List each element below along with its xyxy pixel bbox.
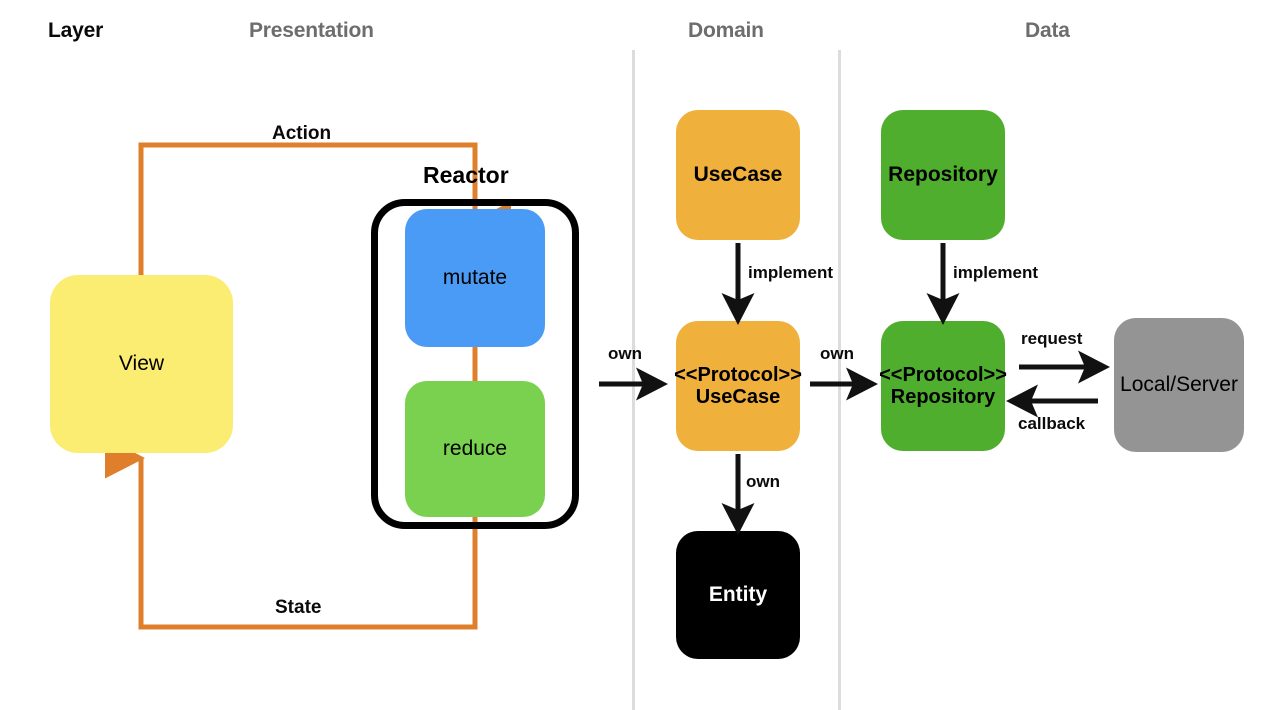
edge-label-own-repository: own [820,344,854,363]
node-usecase[interactable]: UseCase [676,110,800,240]
node-reduce[interactable]: reduce [405,381,545,517]
edge-label-implement-usecase: implement [748,263,834,282]
column-header-data: Data [1025,19,1070,42]
edge-label-state: State [275,597,322,618]
column-header-layer: Layer [48,19,104,42]
node-protocol-repository-label: <<Protocol>> Repository [879,363,1007,408]
divider-domain-data [838,50,841,710]
node-view-label: View [118,352,165,376]
divider-presentation-domain [632,50,635,710]
node-repository[interactable]: Repository [881,110,1005,240]
edge-label-own-usecase: own [608,344,642,363]
edge-label-implement-repository: implement [953,263,1039,282]
reactor-label: Reactor [423,162,509,188]
edge-label-own-entity: own [746,472,780,491]
reactor-container [371,199,579,529]
node-repository-label: Repository [888,163,998,187]
node-local-server[interactable]: Local/Server [1114,318,1244,452]
node-local-server-label: Local/Server [1120,373,1238,397]
node-entity[interactable]: Entity [676,531,800,659]
node-mutate[interactable]: mutate [405,209,545,347]
node-usecase-label: UseCase [693,163,783,187]
edge-label-callback: callback [1018,414,1086,433]
node-mutate-label: mutate [442,266,508,290]
node-protocol-repository[interactable]: <<Protocol>> Repository [879,321,1007,451]
node-protocol-usecase-label: <<Protocol>> UseCase [674,363,802,408]
edge-label-action: Action [272,123,332,144]
node-entity-label: Entity [708,583,768,607]
node-reduce-label: reduce [442,437,508,461]
edge-label-request: request [1021,329,1083,348]
node-view[interactable]: View [50,275,233,453]
column-header-domain: Domain [688,19,764,42]
node-protocol-usecase[interactable]: <<Protocol>> UseCase [674,321,802,451]
column-header-presentation: Presentation [249,19,374,42]
